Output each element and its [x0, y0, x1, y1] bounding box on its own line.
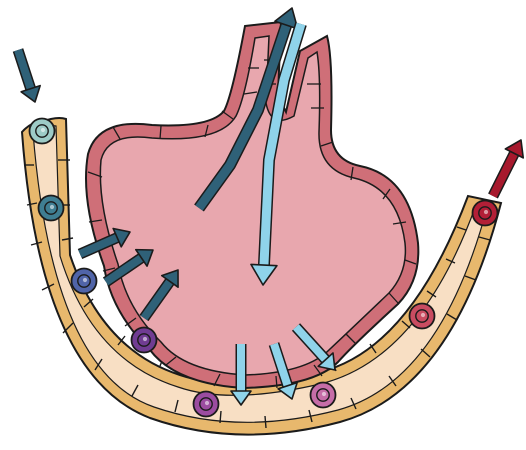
outgoing-blood-arrow: [493, 140, 523, 196]
blood-cell: [39, 196, 64, 221]
blood-cell: [30, 119, 55, 144]
blood-cell: [410, 304, 435, 329]
blood-cell: [311, 383, 336, 408]
incoming-blood-arrow: [18, 50, 40, 102]
blood-cell: [132, 328, 157, 353]
blood-cell: [473, 201, 498, 226]
blood-cell: [72, 269, 97, 294]
blood-cell: [194, 392, 219, 417]
